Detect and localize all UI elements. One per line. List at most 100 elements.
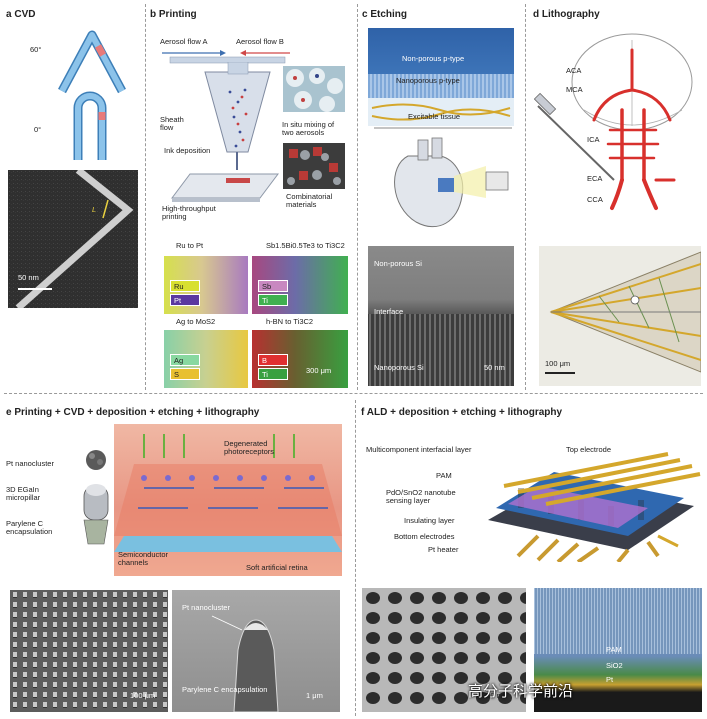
micropillar-array-sem: 100 μm bbox=[10, 590, 168, 712]
pam-label: PAM bbox=[436, 471, 452, 480]
panel-e-title: e Printing + CVD + deposition + etching … bbox=[6, 407, 259, 418]
map-ag-mos2: Ag S bbox=[164, 330, 248, 388]
mca-label: MCA bbox=[566, 85, 583, 94]
eca-label: ECA bbox=[587, 174, 603, 183]
watermark-text: 高分子科学前沿 bbox=[468, 682, 574, 700]
separator-bc bbox=[357, 4, 358, 390]
layer-nanoporous-label: Nanoporous p-type bbox=[396, 76, 460, 85]
sem-sio2-label: SiO2 bbox=[606, 661, 623, 670]
scale-label: 1 μm bbox=[306, 691, 323, 700]
map-sb-ti: Sb Ti bbox=[252, 256, 348, 314]
combinatorial-image bbox=[283, 143, 345, 189]
map-tag: B bbox=[258, 354, 288, 366]
angle-0-label: 0° bbox=[34, 125, 42, 134]
lithography-image: 100 μm bbox=[539, 246, 701, 386]
top-electrode-label: Top electrode bbox=[566, 445, 612, 454]
panel-heading: Printing + CVD + deposition + etching + … bbox=[14, 407, 260, 418]
panel-heading: Etching bbox=[370, 9, 408, 20]
etching-sem-image: Non-porous Si Interface Nanoporous Si 50… bbox=[368, 246, 514, 386]
map-tag: Pt bbox=[170, 294, 200, 306]
panel-a-title: a CVD bbox=[6, 9, 35, 20]
sem-pam-label: PAM bbox=[606, 645, 622, 654]
map-ru-pt: Ru Pt bbox=[164, 256, 248, 314]
map-ru-pt-title: Ru to Pt bbox=[176, 241, 204, 250]
heater-label: Pt heater bbox=[428, 545, 459, 554]
map-sb-ti-title: Sb1.5Bi0.5Te3 to Ti3C2 bbox=[266, 241, 345, 250]
layer-tissue-label: Excitable tissue bbox=[408, 112, 461, 121]
pam-top-sem: 300 nm bbox=[362, 588, 526, 712]
map-tag: S bbox=[170, 368, 200, 380]
micropillar-illustration bbox=[83, 450, 109, 545]
etching-layers bbox=[368, 28, 514, 126]
panel-letter: d bbox=[533, 9, 540, 20]
layer-nonporous-label: Non-porous p-type bbox=[402, 54, 465, 63]
map-tag: Ru bbox=[170, 280, 200, 292]
sem-pt-label: Pt bbox=[606, 675, 614, 684]
map-tag: Ag bbox=[170, 354, 200, 366]
retina-label: Soft artificial retina bbox=[246, 563, 308, 572]
scale-label: 100 μm bbox=[130, 691, 156, 700]
separator-cd bbox=[525, 4, 526, 390]
insulating-label: Insulating layer bbox=[404, 516, 455, 525]
panel-heading: CVD bbox=[14, 9, 36, 20]
scale-label: 50 nm bbox=[484, 363, 505, 372]
cross-section-sem: PAM SiO2 Pt bbox=[534, 588, 702, 712]
tube-60-diagram bbox=[58, 30, 126, 94]
length-label: L bbox=[92, 205, 97, 214]
panel-heading: Printing bbox=[158, 9, 197, 20]
sem-top-label: Non-porous Si bbox=[374, 259, 422, 268]
sem-bottom-label: Nanoporous Si bbox=[374, 363, 424, 372]
nanocluster-sem: Pt nanocluster Parylene C encapsulation … bbox=[172, 590, 340, 712]
map-tag: Ti bbox=[258, 294, 288, 306]
aerosol-a-label: Aerosol flow A bbox=[160, 37, 208, 46]
panel-c-title: c Etching bbox=[362, 9, 407, 20]
scale-bar bbox=[545, 372, 575, 374]
separator-ef bbox=[355, 400, 356, 716]
brain-vasculature bbox=[534, 33, 693, 210]
bottom-electrodes-label: Bottom electrodes bbox=[394, 532, 455, 541]
scale-label: 50 nm bbox=[18, 273, 39, 282]
ink-deposition-label: Ink deposition bbox=[164, 146, 211, 155]
map-bn-ti: B Ti 300 μm bbox=[252, 330, 348, 388]
ica-label: ICA bbox=[587, 135, 600, 144]
sem-nanocluster-label: Pt nanocluster bbox=[182, 603, 230, 612]
angle-60-label: 60° bbox=[30, 45, 42, 54]
panel-letter: a bbox=[6, 9, 12, 20]
nanocluster-label: Pt nanocluster bbox=[6, 459, 54, 468]
panel-letter: b bbox=[150, 9, 157, 20]
panel-b-title: b Printing bbox=[150, 9, 197, 20]
mixing-image bbox=[283, 66, 345, 112]
separator-ab bbox=[145, 4, 146, 390]
scale-label: 300 nm bbox=[482, 691, 508, 700]
tube-0-diagram bbox=[73, 91, 107, 160]
sem-parylene-label: Parylene C encapsulation bbox=[182, 685, 268, 694]
panel-letter: f bbox=[361, 407, 365, 418]
panel-heading: ALD + deposition + etching + lithography bbox=[366, 407, 563, 418]
substrate-plate bbox=[171, 173, 279, 202]
map-tag: Ti bbox=[258, 368, 288, 380]
panel-heading: Lithography bbox=[541, 9, 600, 20]
aerosol-arrows bbox=[162, 50, 290, 64]
scale-label: 100 μm bbox=[545, 359, 571, 368]
aerosol-b-label: Aerosol flow B bbox=[236, 37, 284, 46]
map-bn-ti-title: h-BN to Ti3C2 bbox=[266, 317, 314, 326]
print-nozzle bbox=[204, 62, 271, 170]
panel-letter: e bbox=[6, 407, 12, 418]
panel-letter: c bbox=[362, 9, 368, 20]
map-ag-mos2-title: Ag to MoS2 bbox=[176, 317, 216, 326]
panel-f-title: f ALD + deposition + etching + lithograp… bbox=[361, 407, 562, 418]
cvd-sem-image: L 50 nm bbox=[8, 170, 138, 308]
separator-row bbox=[4, 393, 703, 394]
scale-bar bbox=[18, 288, 52, 290]
map-tag: Sb bbox=[258, 280, 288, 292]
scale-label: 300 μm bbox=[306, 366, 332, 375]
heart-illustration bbox=[374, 127, 512, 228]
